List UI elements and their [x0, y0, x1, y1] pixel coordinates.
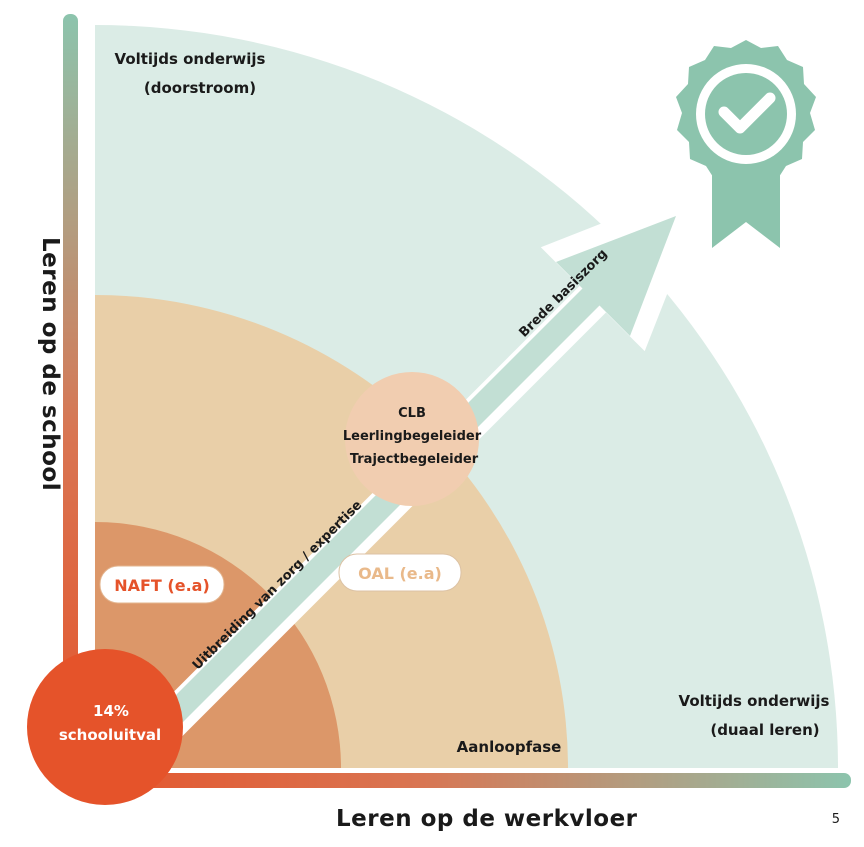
- x-axis-bar: [63, 773, 851, 788]
- x-axis-title: Leren op de werkvloer: [336, 806, 638, 832]
- outer-top-label-line1: Voltijds onderwijs: [115, 50, 266, 68]
- origin-label-schooluitval: schooluitval: [59, 726, 161, 744]
- oal-pill: [338, 553, 462, 592]
- naft-pill-label: NAFT (e.a): [114, 576, 210, 595]
- naft-pill: [99, 565, 225, 604]
- outer-right-label-line1: Voltijds onderwijs: [679, 692, 830, 710]
- oal-pill-label: OAL (e.a): [358, 564, 442, 583]
- arrow-head: [556, 216, 676, 336]
- origin-circle-schooluitval: [27, 649, 183, 805]
- y-axis-title: Leren op de school: [37, 237, 63, 492]
- y-axis-bar: [63, 14, 78, 784]
- center-circle-clb: [345, 372, 479, 506]
- center-label-clb: CLB: [398, 406, 426, 421]
- middle-zone-label-aanloopfase: Aanloopfase: [457, 738, 562, 756]
- outer-top-label-line2: (doorstroom): [144, 79, 256, 97]
- arrow-body: [165, 288, 600, 723]
- outer-right-label-line2: (duaal leren): [710, 721, 819, 739]
- page-number: 5: [831, 812, 840, 827]
- center-label-trajectbegeleider: Trajectbegeleider: [350, 452, 479, 467]
- center-label-leerlingbegeleider: Leerlingbegeleider: [343, 429, 482, 444]
- award-ribbon-check-icon: [676, 40, 816, 248]
- origin-label-percentage: 14%: [93, 702, 129, 720]
